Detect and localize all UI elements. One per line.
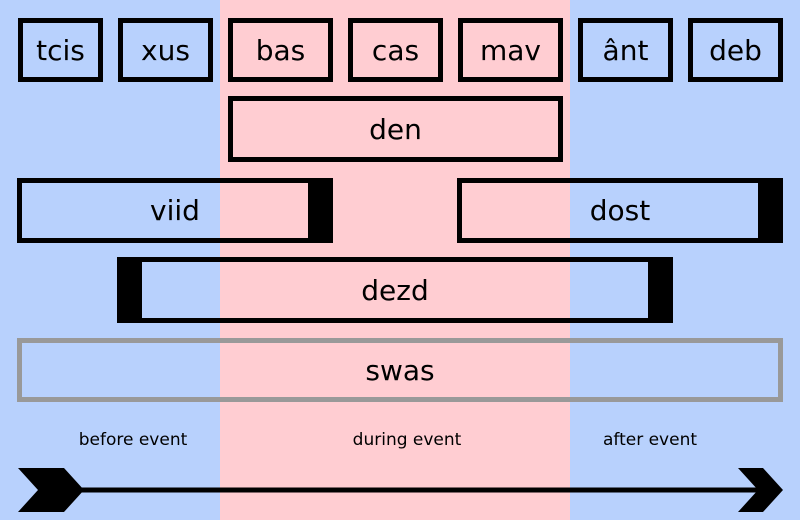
segment-box: viid bbox=[17, 178, 333, 243]
segment-box: dost bbox=[457, 178, 783, 243]
segment-box: deb bbox=[688, 18, 783, 82]
arrow-right-icon bbox=[18, 468, 783, 512]
segment-box: dezd bbox=[117, 257, 673, 323]
segment-box: swas bbox=[17, 338, 783, 402]
segment-box: ânt bbox=[578, 18, 673, 82]
boundary-marker-right bbox=[758, 183, 778, 238]
boundary-marker-right bbox=[308, 183, 328, 238]
timeline-head bbox=[738, 468, 783, 512]
phase-label-during: during event bbox=[352, 430, 462, 450]
segment-box: tcis bbox=[18, 18, 103, 82]
boundary-marker-left bbox=[122, 262, 142, 318]
phase-label-after: after event bbox=[602, 430, 698, 450]
segment-box: bas bbox=[228, 18, 333, 82]
boundary-marker-right bbox=[648, 262, 668, 318]
segment-box: den bbox=[228, 96, 563, 162]
segment-box: xus bbox=[118, 18, 213, 82]
segment-box: mav bbox=[458, 18, 563, 82]
timeline-tail bbox=[18, 468, 84, 512]
phase-label-before: before event bbox=[78, 430, 188, 450]
segment-box: cas bbox=[348, 18, 443, 82]
